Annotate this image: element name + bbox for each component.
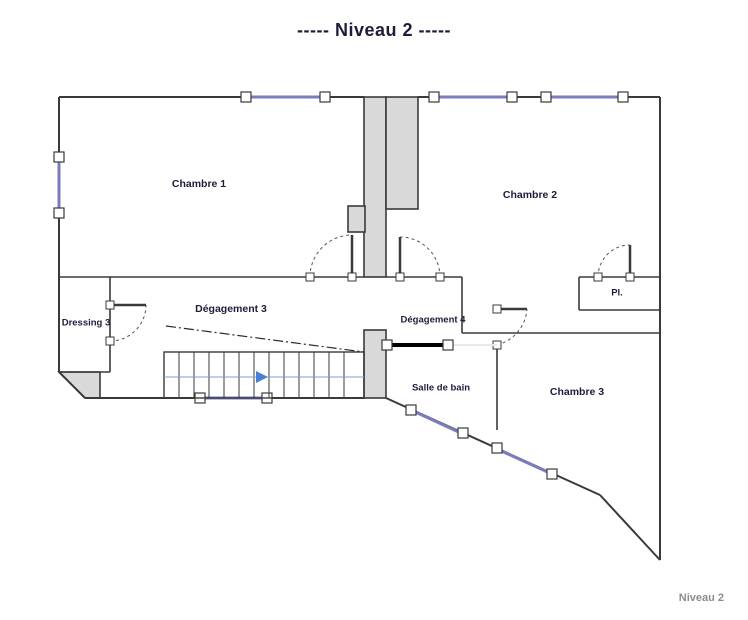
door-placard <box>593 244 635 282</box>
window-top-3 <box>540 91 629 103</box>
staircase-direction-arrow <box>256 371 268 383</box>
staircase <box>163 325 365 399</box>
shaft-fill-group <box>57 96 419 399</box>
room-label-salle-de-bain: Salle de bain <box>412 383 470 394</box>
room-label-degagement-4: Dégagement 4 <box>401 315 467 326</box>
staircase-outline <box>163 351 365 399</box>
staircase-treads <box>178 352 345 398</box>
room-label-placard: Pl. <box>611 288 623 299</box>
doors-group <box>105 234 635 351</box>
room-label-chambre-2: Chambre 2 <box>503 189 557 201</box>
room-labels-group: Chambre 1 Chambre 2 Chambre 3 Dressing 3… <box>62 178 623 398</box>
watermark-label: Niveau 2 <box>678 592 724 604</box>
corner-triangle-fill <box>59 372 100 398</box>
shaft-wall-left <box>363 96 387 278</box>
shaft-wall-right <box>385 96 419 210</box>
wall-diagonal-2 <box>599 494 661 561</box>
window-top-2 <box>428 91 518 103</box>
shaft-nook <box>347 205 366 233</box>
room-label-dressing-3: Dressing 3 <box>62 318 111 329</box>
room-label-degagement-3: Dégagement 3 <box>195 303 267 315</box>
interior-walls-group <box>59 276 660 430</box>
window-top-1 <box>240 91 331 103</box>
window-diagonal-2 <box>491 442 558 480</box>
door-chambre3 <box>492 304 528 350</box>
windows-group <box>53 91 629 480</box>
room-label-chambre-1: Chambre 1 <box>172 178 226 190</box>
door-dressing3 <box>105 300 147 346</box>
room-label-chambre-3: Chambre 3 <box>550 386 604 398</box>
door-chambre1 <box>305 234 357 282</box>
outer-walls-group <box>58 96 661 561</box>
sliding-door-salle-de-bain <box>381 339 497 351</box>
page-title: ----- Niveau 2 ----- <box>297 20 451 40</box>
window-diagonal-1 <box>405 404 469 439</box>
door-chambre2 <box>395 236 445 282</box>
wall-bottom-left-diagonal <box>58 371 86 399</box>
window-left <box>53 151 65 219</box>
staircase-cut-line <box>165 325 365 353</box>
